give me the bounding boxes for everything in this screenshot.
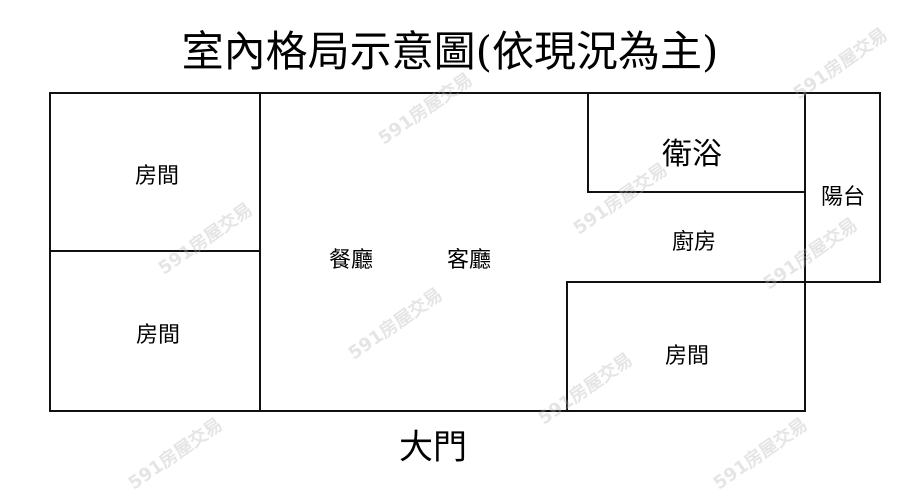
floor-plan-title: 室內格局示意圖(依現況為主)	[181, 27, 719, 76]
watermark: 591房屋交易	[709, 414, 812, 495]
entrance-label: 大門	[399, 427, 467, 468]
room-label-bathroom: 衛浴	[662, 137, 722, 172]
room-label-bedroom: 房間	[135, 323, 181, 348]
room-label-balcony: 陽台	[820, 185, 866, 210]
bedroom-bottom-right-area	[566, 281, 806, 412]
room-label-dining: 餐廳	[328, 248, 374, 273]
room-label-kitchen: 廚房	[671, 230, 717, 255]
bedroom-bottom-left-area	[49, 250, 261, 412]
room-label-bedroom: 房間	[664, 344, 710, 369]
watermark: 591房屋交易	[124, 414, 227, 495]
room-label-bedroom: 房間	[134, 164, 180, 189]
room-label-living: 客廳	[446, 248, 492, 273]
balcony-area	[804, 92, 881, 283]
